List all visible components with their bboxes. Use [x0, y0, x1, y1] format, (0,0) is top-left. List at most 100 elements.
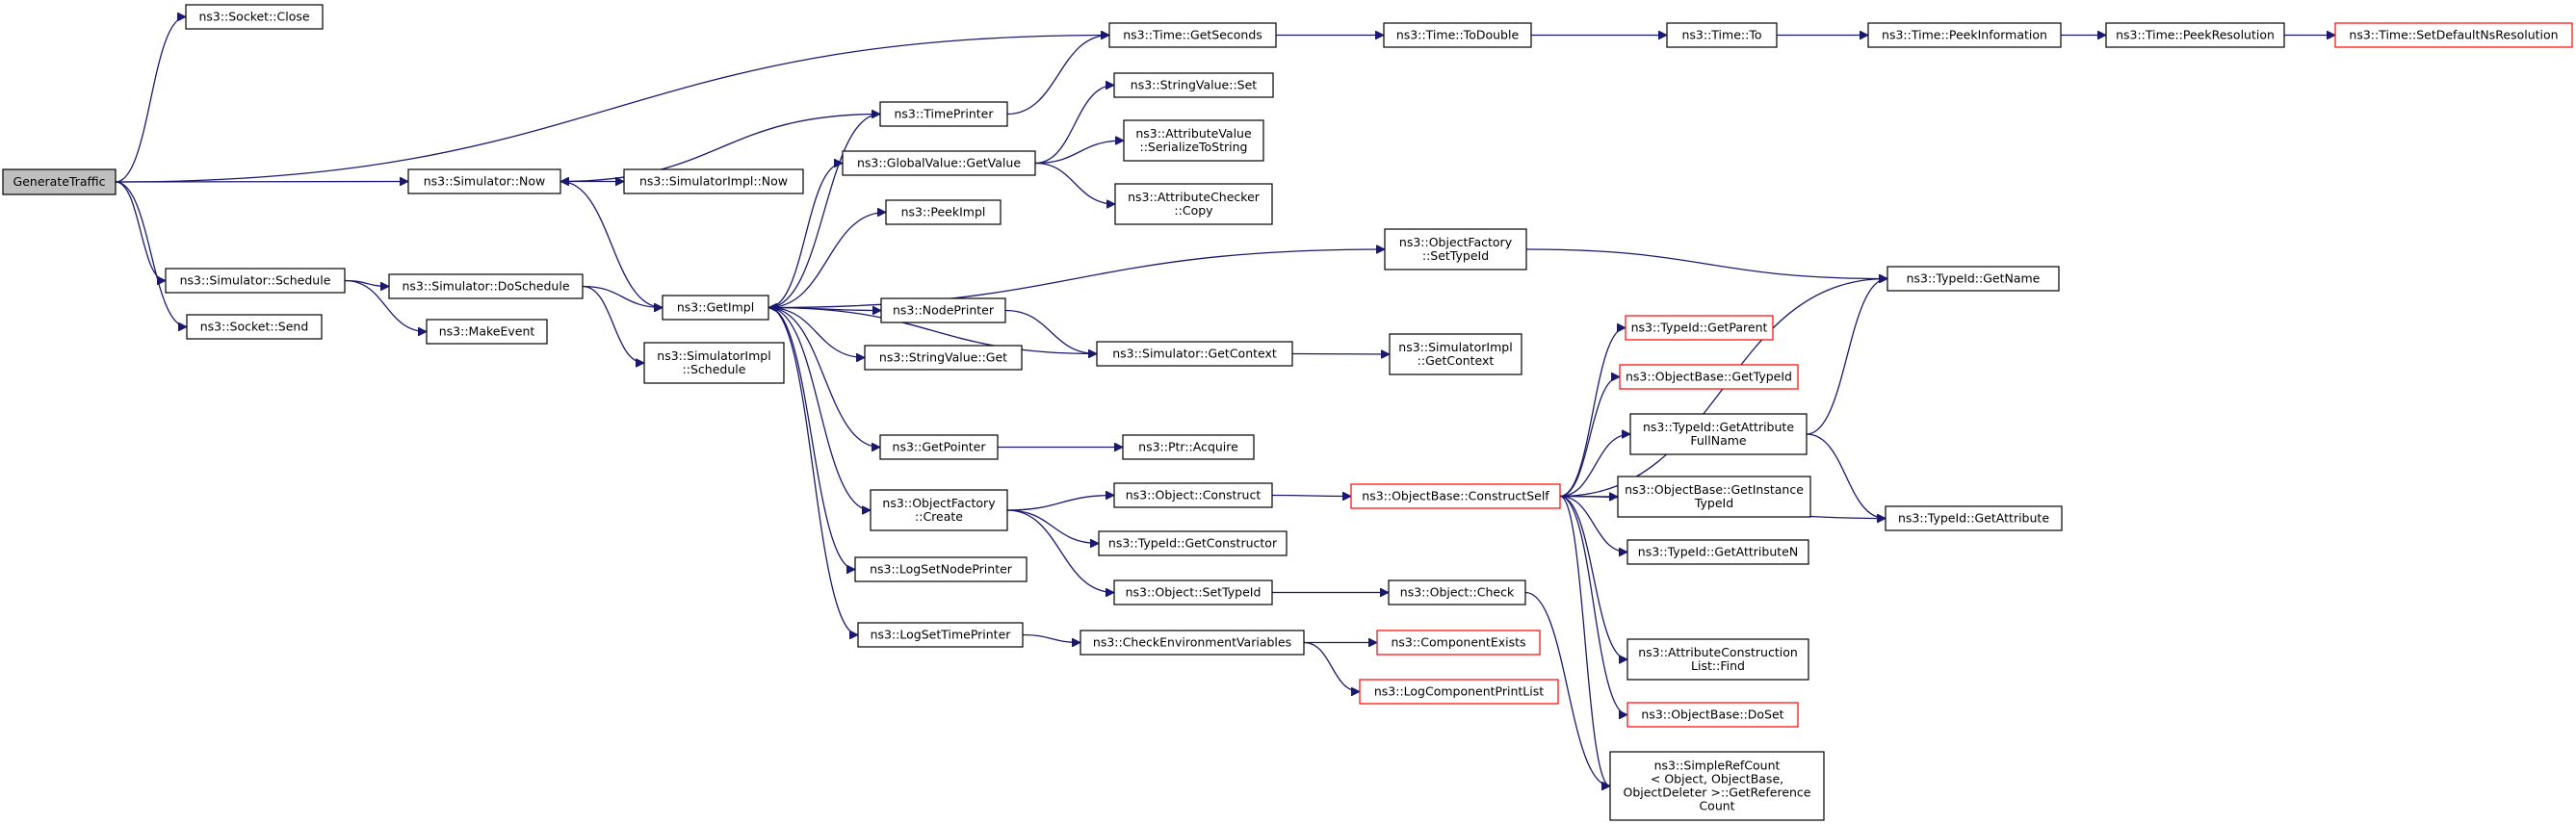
node-box-object_check[interactable]: [1388, 579, 1526, 605]
node-box-socket_close[interactable]: [185, 4, 324, 30]
node-simulatorimpl_getcontext[interactable]: ns3::SimulatorImpl::GetContext: [1389, 333, 1522, 375]
node-box-typeid_getconstructor[interactable]: [1098, 530, 1288, 556]
node-checkenvironmentvariables[interactable]: ns3::CheckEnvironmentVariables: [1080, 630, 1305, 656]
node-attributevalue_serialize[interactable]: ns3::AttributeValue::SerializeToString: [1123, 119, 1264, 162]
node-box-simplerefcount_getreferencecount[interactable]: [1609, 751, 1825, 821]
node-generate_traffic[interactable]: GenerateTraffic: [2, 168, 117, 195]
node-box-objectbase_constructself[interactable]: [1350, 483, 1561, 509]
node-timeprinter[interactable]: ns3::TimePrinter: [879, 101, 1008, 127]
node-box-typeid_getattributefullname[interactable]: [1629, 413, 1808, 455]
node-box-makeevent[interactable]: [426, 319, 548, 345]
node-box-ptr_acquire[interactable]: [1122, 434, 1255, 460]
node-box-object_settypeid[interactable]: [1113, 579, 1273, 605]
node-box-stringvalue_set[interactable]: [1113, 72, 1274, 98]
node-makeevent[interactable]: ns3::MakeEvent: [426, 319, 548, 345]
node-box-simulator_getcontext[interactable]: [1096, 341, 1293, 367]
node-box-logsettimeprinter[interactable]: [857, 622, 1024, 648]
node-simulator_schedule[interactable]: ns3::Simulator::Schedule: [165, 268, 346, 294]
node-componentexists[interactable]: ns3::ComponentExists: [1376, 630, 1541, 656]
node-box-object_construct[interactable]: [1113, 482, 1273, 508]
node-nodeprinter[interactable]: ns3::NodePrinter: [880, 297, 1006, 323]
node-box-time_getseconds[interactable]: [1108, 22, 1277, 48]
node-typeid_getattributen[interactable]: ns3::TypeId::GetAttributeN: [1626, 539, 1809, 565]
node-time_getseconds[interactable]: ns3::Time::GetSeconds: [1108, 22, 1277, 48]
node-objectbase_doset[interactable]: ns3::ObjectBase::DoSet: [1626, 702, 1799, 728]
node-box-objectfactory_create[interactable]: [870, 489, 1008, 531]
node-time_todouble[interactable]: ns3::Time::ToDouble: [1383, 22, 1532, 48]
node-box-componentexists[interactable]: [1376, 630, 1541, 656]
node-object_settypeid[interactable]: ns3::Object::SetTypeId: [1113, 579, 1273, 605]
node-box-timeprinter[interactable]: [879, 101, 1008, 127]
node-logsettimeprinter[interactable]: ns3::LogSetTimePrinter: [857, 622, 1024, 648]
node-box-simulator_now[interactable]: [407, 168, 561, 194]
node-stringvalue_get[interactable]: ns3::StringValue::Get: [864, 345, 1023, 371]
node-box-getimpl[interactable]: [662, 295, 769, 321]
node-box-simulator_doschedule[interactable]: [388, 273, 584, 299]
node-box-attributeconstructionlist_find[interactable]: [1626, 638, 1809, 681]
node-box-time_to[interactable]: [1666, 22, 1778, 48]
node-box-typeid_getname[interactable]: [1886, 266, 2060, 292]
node-box-objectfactory_settypeid[interactable]: [1384, 228, 1527, 270]
node-typeid_getconstructor[interactable]: ns3::TypeId::GetConstructor: [1098, 530, 1288, 556]
node-logsetnodeprinter[interactable]: ns3::LogSetNodePrinter: [854, 556, 1028, 582]
node-time_to[interactable]: ns3::Time::To: [1666, 22, 1778, 48]
node-time_peekinformation[interactable]: ns3::Time::PeekInformation: [1867, 22, 2062, 48]
node-objectbase_constructself[interactable]: ns3::ObjectBase::ConstructSelf: [1350, 483, 1561, 509]
node-box-time_setdefaultnsresolution[interactable]: [2334, 22, 2573, 48]
node-box-objectbase_gettypeid[interactable]: [1619, 364, 1799, 390]
node-box-checkenvironmentvariables[interactable]: [1080, 630, 1305, 656]
node-objectfactory_create[interactable]: ns3::ObjectFactory::Create: [870, 489, 1008, 531]
node-time_peekresolution[interactable]: ns3::Time::PeekResolution: [2105, 22, 2285, 48]
node-ptr_acquire[interactable]: ns3::Ptr::Acquire: [1122, 434, 1255, 460]
node-box-time_peekinformation[interactable]: [1867, 22, 2062, 48]
node-box-logsetnodeprinter[interactable]: [854, 556, 1028, 582]
node-box-time_peekresolution[interactable]: [2105, 22, 2285, 48]
node-socket_send[interactable]: ns3::Socket::Send: [186, 314, 323, 340]
node-time_setdefaultnsresolution[interactable]: ns3::Time::SetDefaultNsResolution: [2334, 22, 2573, 48]
node-globalvalue_getvalue[interactable]: ns3::GlobalValue::GetValue: [842, 150, 1036, 176]
node-box-attributechecker_copy[interactable]: [1114, 183, 1273, 225]
node-box-generate_traffic[interactable]: [2, 168, 117, 195]
node-box-socket_send[interactable]: [186, 314, 323, 340]
node-typeid_getattribute[interactable]: ns3::TypeId::GetAttribute: [1885, 505, 2063, 531]
node-logcomponentprintlist[interactable]: ns3::LogComponentPrintList: [1359, 679, 1559, 705]
node-box-simulatorimpl_schedule[interactable]: [643, 342, 785, 384]
node-simulatorimpl_schedule[interactable]: ns3::SimulatorImpl::Schedule: [643, 342, 785, 384]
node-box-attributevalue_serialize[interactable]: [1123, 119, 1264, 162]
node-box-typeid_getattributen[interactable]: [1626, 539, 1809, 565]
node-box-nodeprinter[interactable]: [880, 297, 1006, 323]
node-box-time_todouble[interactable]: [1383, 22, 1532, 48]
node-getimpl[interactable]: ns3::GetImpl: [662, 295, 769, 321]
node-simulator_now[interactable]: ns3::Simulator::Now: [407, 168, 561, 194]
node-objectbase_gettypeid[interactable]: ns3::ObjectBase::GetTypeId: [1619, 364, 1799, 390]
node-box-simulatorimpl_getcontext[interactable]: [1389, 333, 1522, 375]
node-simulator_doschedule[interactable]: ns3::Simulator::DoSchedule: [388, 273, 584, 299]
node-box-globalvalue_getvalue[interactable]: [842, 150, 1036, 176]
node-typeid_getname[interactable]: ns3::TypeId::GetName: [1886, 266, 2060, 292]
node-box-getpointer[interactable]: [879, 434, 999, 460]
node-simulator_getcontext[interactable]: ns3::Simulator::GetContext: [1096, 341, 1293, 367]
node-box-objectbase_getinstancetypeid[interactable]: [1617, 476, 1811, 518]
node-peekimpl[interactable]: ns3::PeekImpl: [885, 199, 1002, 225]
node-typeid_getparent[interactable]: ns3::TypeId::GetParent: [1625, 315, 1774, 341]
node-box-peekimpl[interactable]: [885, 199, 1002, 225]
node-box-typeid_getattribute[interactable]: [1885, 505, 2063, 531]
node-stringvalue_set[interactable]: ns3::StringValue::Set: [1113, 72, 1274, 98]
node-object_check[interactable]: ns3::Object::Check: [1388, 579, 1526, 605]
node-box-stringvalue_get[interactable]: [864, 345, 1023, 371]
node-box-logcomponentprintlist[interactable]: [1359, 679, 1559, 705]
node-simplerefcount_getreferencecount[interactable]: ns3::SimpleRefCount< Object, ObjectBase,…: [1609, 751, 1825, 821]
node-attributechecker_copy[interactable]: ns3::AttributeChecker::Copy: [1114, 183, 1273, 225]
node-box-typeid_getparent[interactable]: [1625, 315, 1774, 341]
node-objectfactory_settypeid[interactable]: ns3::ObjectFactory::SetTypeId: [1384, 228, 1527, 270]
node-simulatorimpl_now[interactable]: ns3::SimulatorImpl::Now: [623, 168, 804, 194]
node-box-simulator_schedule[interactable]: [165, 268, 346, 294]
node-socket_close[interactable]: ns3::Socket::Close: [185, 4, 324, 30]
node-object_construct[interactable]: ns3::Object::Construct: [1113, 482, 1273, 508]
node-box-simulatorimpl_now[interactable]: [623, 168, 804, 194]
node-getpointer[interactable]: ns3::GetPointer: [879, 434, 999, 460]
node-box-objectbase_doset[interactable]: [1626, 702, 1799, 728]
